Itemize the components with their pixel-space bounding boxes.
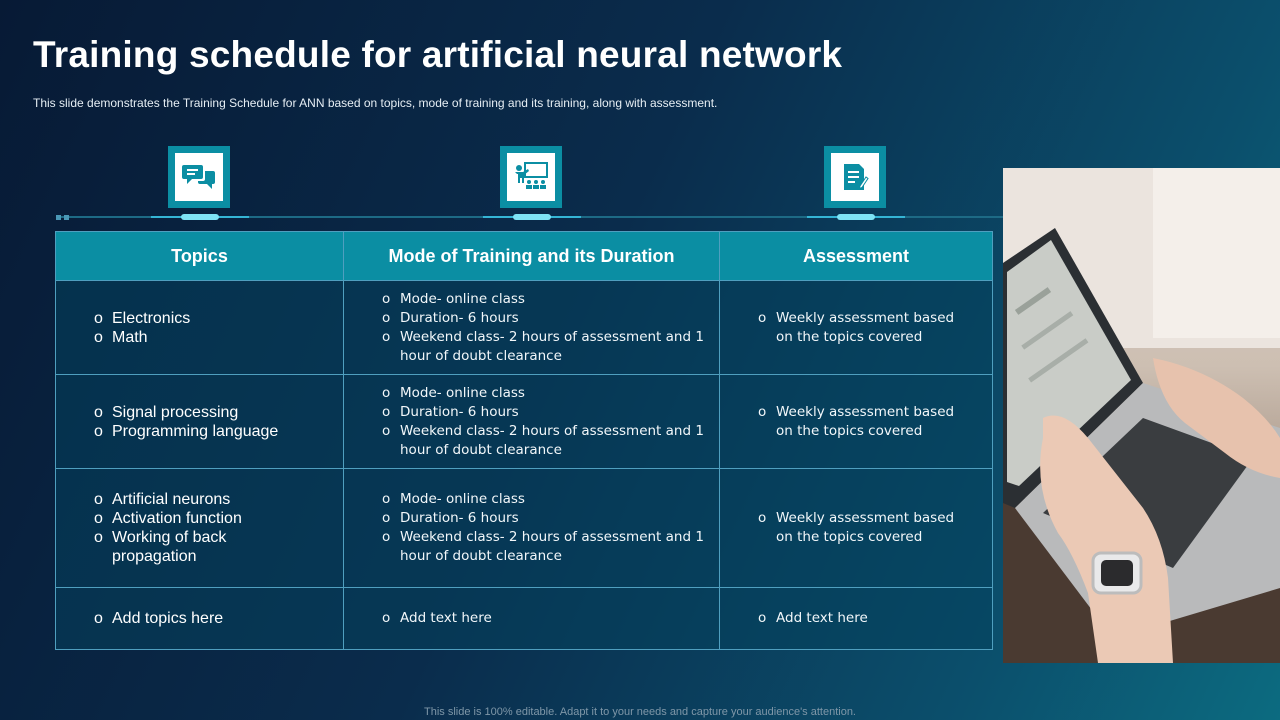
list-item: Artificial neurons: [94, 490, 343, 509]
laptop-illustration: [1003, 168, 1280, 663]
presentation-training-icon: [515, 162, 548, 189]
list-item: Math: [94, 328, 343, 347]
list-item: Weekend class- 2 hours of assessment and…: [382, 528, 719, 566]
topics-cell: Artificial neurons Activation function W…: [55, 468, 344, 588]
mode-list: Mode- online class Duration- 6 hours Wee…: [382, 384, 719, 460]
table-row: Electronics Math Mode- online class Dura…: [55, 280, 993, 375]
mode-icon-tile: [500, 146, 562, 208]
timeline-dot: [64, 215, 69, 220]
list-item: Weekly assessment based on the topics co…: [758, 509, 972, 547]
slide-title: Training schedule for artificial neural …: [33, 34, 843, 75]
mode-list: Mode- online class Duration- 6 hours Wee…: [382, 490, 719, 566]
footer-note: This slide is 100% editable. Adapt it to…: [424, 706, 856, 718]
assessment-document-icon: [844, 164, 869, 190]
chat-bubbles-icon: [182, 165, 215, 189]
list-item: Mode- online class: [382, 490, 719, 509]
laptop-typing-photo: [1003, 168, 1280, 663]
assessment-icon-tile: [824, 146, 886, 208]
list-item: Weekend class- 2 hours of assessment and…: [382, 422, 719, 460]
list-item: Weekly assessment based on the topics co…: [758, 403, 972, 441]
table-row: Add topics here Add text here Add text h…: [55, 587, 993, 650]
timeline-marker-mode: [513, 214, 551, 220]
list-item: Add text here: [382, 609, 719, 628]
list-item: Mode- online class: [382, 290, 719, 309]
list-item: Programming language: [94, 422, 343, 441]
table-row: Artificial neurons Activation function W…: [55, 468, 993, 588]
list-item: Add topics here: [94, 609, 343, 628]
mode-cell: Mode- online class Duration- 6 hours Wee…: [343, 468, 720, 588]
assessment-cell: Weekly assessment based on the topics co…: [719, 468, 993, 588]
header-topics: Topics: [55, 231, 344, 281]
topics-cell: Add topics here: [55, 587, 344, 650]
mode-cell: Add text here: [343, 587, 720, 650]
training-schedule-table: Topics Mode of Training and its Duration…: [55, 231, 993, 650]
mode-list: Mode- online class Duration- 6 hours Wee…: [382, 290, 719, 366]
table-row: Signal processing Programming language M…: [55, 374, 993, 469]
topics-list: Artificial neurons Activation function W…: [94, 490, 343, 566]
list-item: Signal processing: [94, 403, 343, 422]
header-assessment: Assessment: [719, 231, 993, 281]
list-item: Duration- 6 hours: [382, 509, 719, 528]
list-item: Activation function: [94, 509, 343, 528]
timeline-marker-assessment: [837, 214, 875, 220]
mode-cell: Mode- online class Duration- 6 hours Wee…: [343, 374, 720, 469]
list-item: Duration- 6 hours: [382, 403, 719, 422]
assessment-list: Add text here: [758, 609, 972, 628]
list-item: Duration- 6 hours: [382, 309, 719, 328]
list-item: Weekend class- 2 hours of assessment and…: [382, 328, 719, 366]
slide-subtitle: This slide demonstrates the Training Sch…: [33, 96, 718, 110]
list-item: Weekly assessment based on the topics co…: [758, 309, 972, 347]
assessment-cell: Weekly assessment based on the topics co…: [719, 280, 993, 375]
assessment-list: Weekly assessment based on the topics co…: [758, 403, 972, 441]
list-item: Mode- online class: [382, 384, 719, 403]
assessment-list: Weekly assessment based on the topics co…: [758, 509, 972, 547]
mode-list: Add text here: [382, 609, 719, 628]
topics-list: Electronics Math: [94, 309, 343, 347]
header-mode: Mode of Training and its Duration: [343, 231, 720, 281]
timeline-dot: [56, 215, 61, 220]
topics-icon-tile: [168, 146, 230, 208]
timeline-marker-topics: [181, 214, 219, 220]
list-item: Working of back propagation: [94, 528, 244, 566]
table-header-row: Topics Mode of Training and its Duration…: [55, 231, 993, 281]
mode-cell: Mode- online class Duration- 6 hours Wee…: [343, 280, 720, 375]
topics-cell: Signal processing Programming language: [55, 374, 344, 469]
assessment-cell: Weekly assessment based on the topics co…: [719, 374, 993, 469]
topics-list: Add topics here: [94, 609, 343, 628]
list-item: Add text here: [758, 609, 972, 628]
topics-cell: Electronics Math: [55, 280, 344, 375]
assessment-list: Weekly assessment based on the topics co…: [758, 309, 972, 347]
assessment-cell: Add text here: [719, 587, 993, 650]
list-item: Electronics: [94, 309, 343, 328]
topics-list: Signal processing Programming language: [94, 403, 343, 441]
